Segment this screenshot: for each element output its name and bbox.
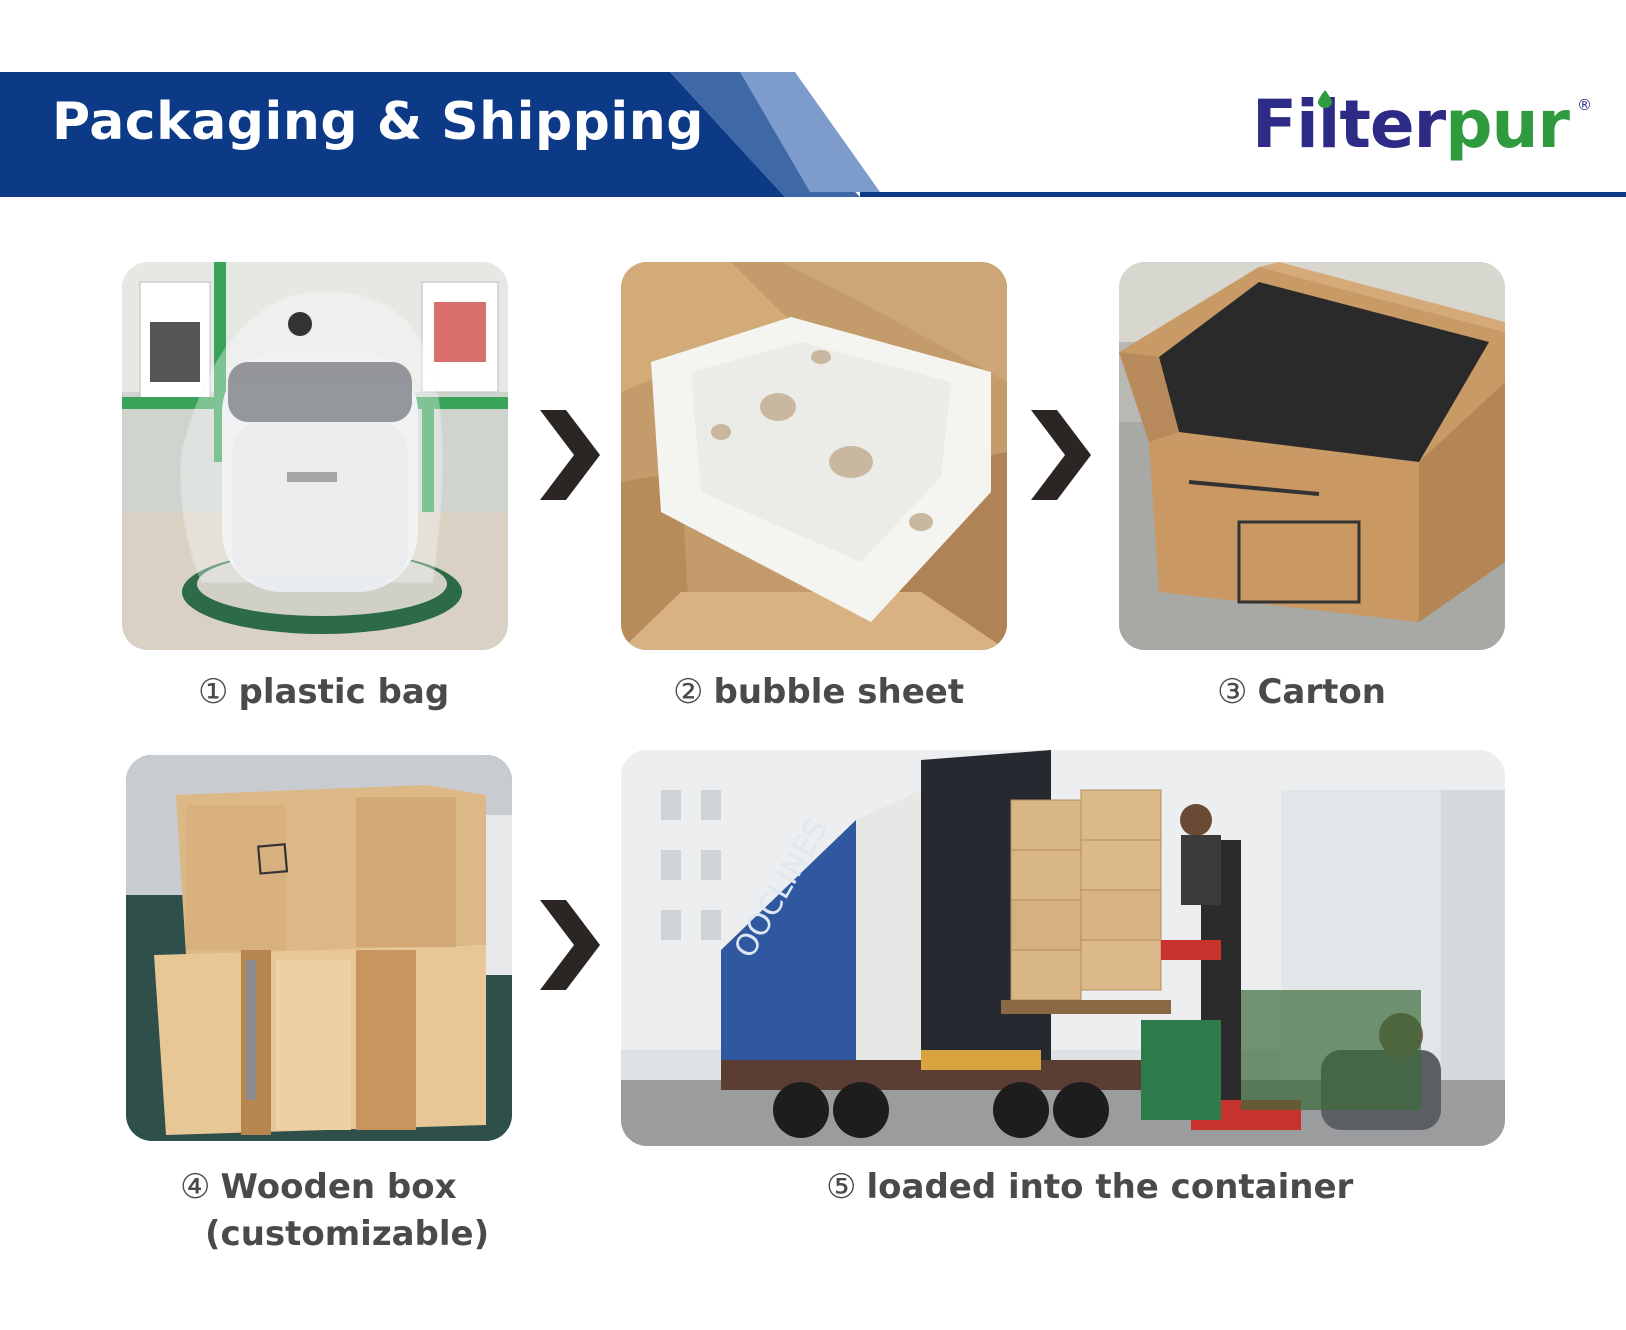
chevron-right-icon bbox=[540, 900, 600, 990]
photo-carton bbox=[1119, 262, 1505, 650]
step-4-label: Wooden box bbox=[220, 1167, 457, 1207]
step-4-number: ④ bbox=[180, 1167, 211, 1207]
logo-right-text: pur bbox=[1445, 86, 1570, 163]
registered-mark: ® bbox=[1577, 96, 1592, 114]
step-4-caption-line2: (customizable) bbox=[205, 1214, 490, 1254]
header-banner bbox=[0, 72, 1626, 197]
step-3-label: Carton bbox=[1257, 672, 1386, 712]
photo-bubble-sheet bbox=[621, 262, 1007, 650]
photo-plastic-bag bbox=[122, 262, 508, 650]
page-title: Packaging & Shipping bbox=[52, 92, 704, 152]
step-2-label: bubble sheet bbox=[713, 672, 965, 712]
brand-logo: Filterpur ® bbox=[1252, 90, 1592, 184]
step-5-label: loaded into the container bbox=[866, 1167, 1354, 1207]
chevron-right-icon bbox=[1031, 410, 1091, 500]
logo-wordmark: Filterpur bbox=[1252, 92, 1570, 158]
step-2-number: ② bbox=[673, 672, 704, 712]
step-5-number: ⑤ bbox=[826, 1167, 857, 1207]
step-1-number: ① bbox=[198, 672, 229, 712]
photo-wooden-box: ☐ bbox=[126, 755, 512, 1141]
photo-container-loading: OOCLINES bbox=[621, 750, 1505, 1146]
step-1-label: plastic bag bbox=[238, 672, 450, 712]
svg-text:☐: ☐ bbox=[253, 836, 293, 885]
step-3-number: ③ bbox=[1217, 672, 1248, 712]
water-drop-icon bbox=[1318, 90, 1332, 108]
chevron-right-icon bbox=[540, 410, 600, 500]
logo-left-text: Filter bbox=[1252, 86, 1446, 163]
